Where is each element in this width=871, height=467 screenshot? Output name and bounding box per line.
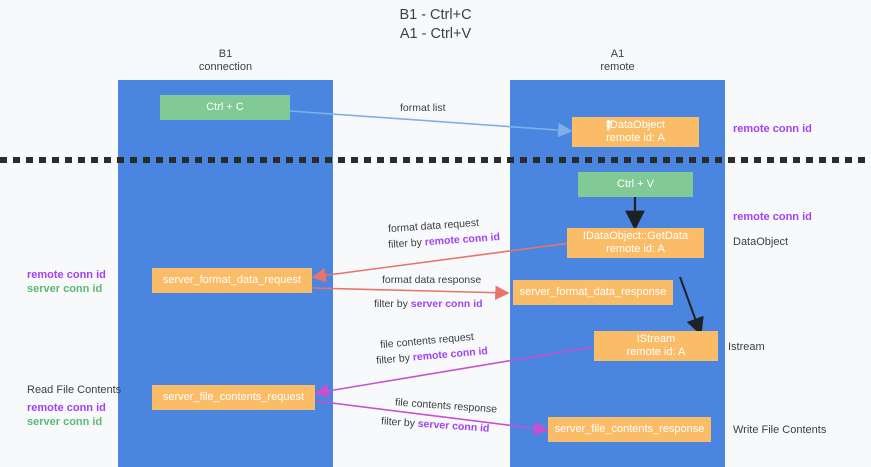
box-idataobject-name: IDataObject xyxy=(606,118,665,131)
box-server-file-contents-request[interactable]: server_file_contents_request xyxy=(152,385,315,410)
label-remote-conn-id-top: remote conn id xyxy=(733,123,812,135)
arrow-label-format-data-response: format data response xyxy=(382,274,482,286)
box-server-file-contents-request-label: server_file_contents_request xyxy=(162,390,305,403)
arrow-label-format-list: format list xyxy=(400,102,446,114)
box-istream[interactable]: IStream remote id: A xyxy=(594,331,718,361)
page-title: B1 - Ctrl+C A1 - Ctrl+V xyxy=(0,6,871,44)
phase-divider-dashed-line xyxy=(0,157,871,163)
column-header-a1: A1 remote xyxy=(510,48,725,74)
label-left-remote-conn-id-low: remote conn id xyxy=(27,402,106,414)
column-b1-name: B1 xyxy=(218,48,233,60)
box-istream-line2: remote id: A xyxy=(626,346,686,358)
box-idataobject-line1: {{?}}IDataObject xyxy=(606,119,665,133)
filter-prefix-1: filter by xyxy=(387,236,426,251)
box-ctrl-c-label: Ctrl + C xyxy=(206,100,244,113)
box-getdata-line1: IDataObject::GetData xyxy=(582,229,689,242)
box-getdata-line2: remote id: A xyxy=(606,243,665,255)
box-idataobject-prefix: {{?}} xyxy=(606,118,610,131)
label-remote-conn-id-mid: remote conn id xyxy=(733,211,812,223)
box-istream-line1: IStream xyxy=(636,332,676,345)
title-line-2: A1 - Ctrl+V xyxy=(399,26,472,42)
title-line-1: B1 - Ctrl+C xyxy=(399,7,472,23)
column-a1-role: remote xyxy=(600,61,635,73)
box-server-file-contents-response[interactable]: server_file_contents_response xyxy=(548,417,711,442)
box-ctrl-v-label: Ctrl + V xyxy=(617,177,654,190)
box-server-format-data-response-label: server_format_data_response xyxy=(519,285,667,298)
filter-prefix-3: filter by xyxy=(375,351,414,367)
box-server-file-contents-response-label: server_file_contents_response xyxy=(554,422,705,435)
label-istream: Istream xyxy=(728,341,765,353)
filter-prefix-4: filter by xyxy=(380,415,419,430)
column-a1-name: A1 xyxy=(610,48,625,60)
label-dataobject: DataObject xyxy=(733,236,789,248)
box-idataobject[interactable]: {{?}}IDataObject remote id: A xyxy=(572,117,699,147)
box-server-format-data-response[interactable]: server_format_data_response xyxy=(513,280,673,305)
box-idataobject-line2: remote id: A xyxy=(606,132,665,144)
column-header-b1: B1 connection xyxy=(118,48,333,74)
box-server-format-data-request-label: server_format_data_request xyxy=(162,273,302,286)
label-left-remote-conn-id-mid: remote conn id xyxy=(27,269,106,281)
box-idataobject-getdata[interactable]: IDataObject::GetData remote id: A xyxy=(567,228,704,258)
label-left-server-conn-id-low: server conn id xyxy=(27,416,103,428)
arrow-label-format-data-response-filter: filter by server conn id xyxy=(374,297,483,311)
box-ctrl-v[interactable]: Ctrl + V xyxy=(578,172,693,197)
column-b1-role: connection xyxy=(198,61,253,73)
box-ctrl-c[interactable]: Ctrl + C xyxy=(160,95,290,120)
label-read-file-contents: Read File Contents xyxy=(27,384,122,396)
label-left-server-conn-id-mid: server conn id xyxy=(27,283,103,295)
box-server-format-data-request[interactable]: server_format_data_request xyxy=(152,268,312,293)
label-write-file-contents: Write File Contents xyxy=(733,424,827,436)
filter-key-2: server conn id xyxy=(410,298,483,310)
filter-prefix-2: filter by xyxy=(374,298,411,310)
